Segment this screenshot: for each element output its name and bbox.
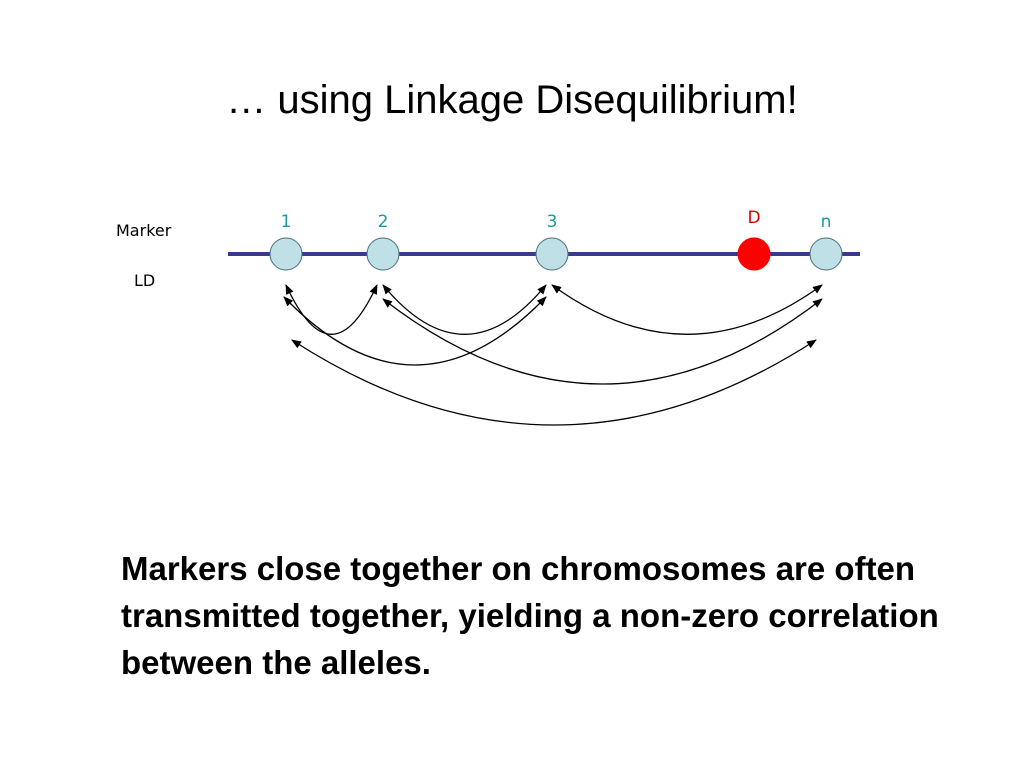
marker-row-label: Marker: [116, 221, 172, 240]
marker-circle-1: [269, 237, 303, 271]
ld-row-label: LD: [134, 271, 155, 290]
ld-link-1-n: [291, 339, 817, 426]
ld-link-2-3: [382, 284, 547, 335]
slide-title: … using Linkage Disequilibrium!: [226, 78, 798, 122]
ld-links: [283, 284, 823, 426]
caption-text: Markers close together on chromosomes ar…: [121, 550, 939, 681]
marker-label-2: 2: [378, 212, 389, 232]
marker-circle-2: [366, 237, 400, 271]
ld-link-1-2: [285, 284, 378, 335]
disease-locus-circle: [737, 237, 771, 271]
marker-label-1: 1: [281, 212, 292, 232]
disease-locus-label: D: [747, 208, 760, 228]
ld-link-2-n: [382, 298, 823, 385]
marker-label-3: 3: [547, 212, 558, 232]
ld-link-1-3: [283, 296, 547, 366]
marker-circle-n: [809, 237, 843, 271]
marker-circle-3: [535, 237, 569, 271]
marker-label-n: n: [821, 212, 832, 232]
